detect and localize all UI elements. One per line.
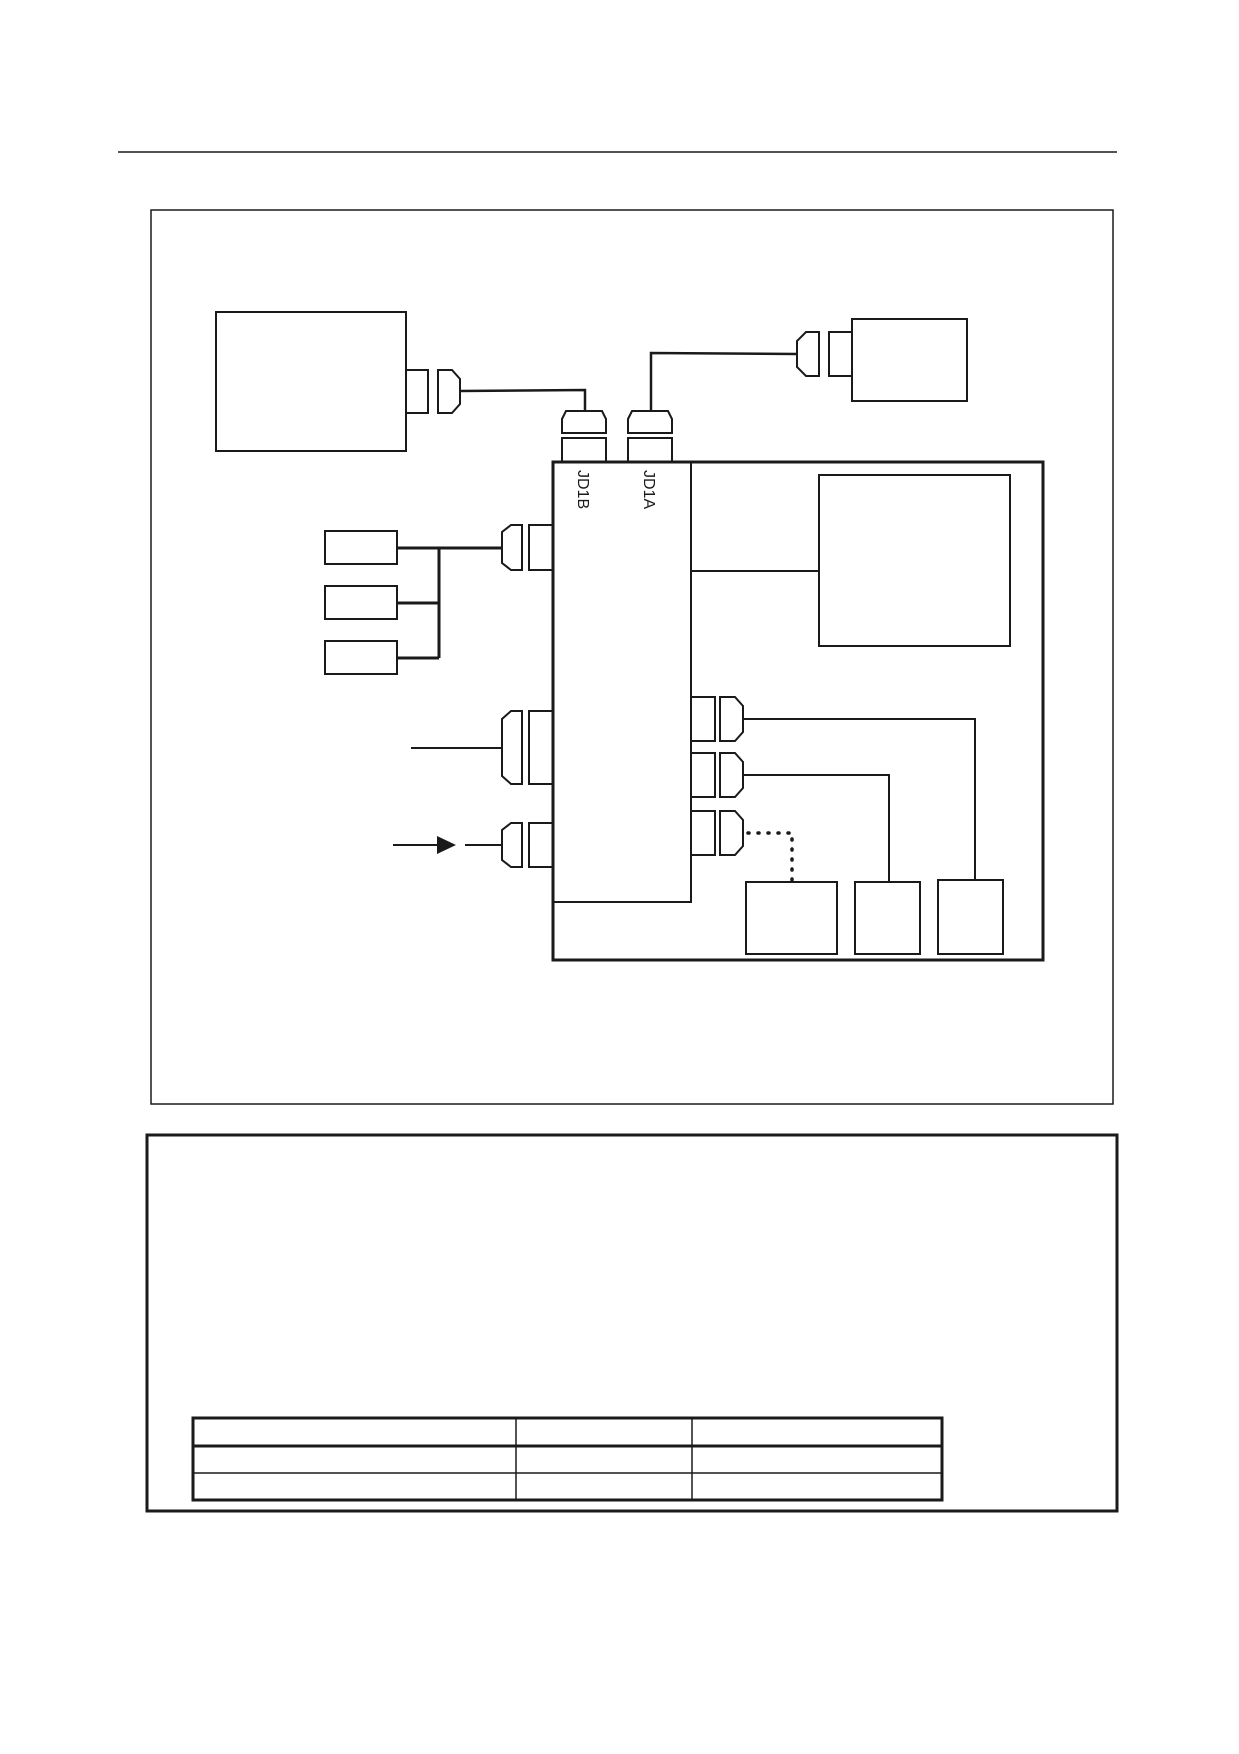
dotted-wire-to-unit-a xyxy=(746,831,794,882)
internal-module xyxy=(818,474,1011,647)
bus-plug xyxy=(501,524,523,571)
device-box xyxy=(215,311,407,452)
cable-jd1b xyxy=(459,388,587,411)
cable-plug xyxy=(627,410,673,434)
board-connector-3 xyxy=(690,810,744,856)
cable-plug xyxy=(719,810,744,856)
lower-frame xyxy=(145,1133,1119,1513)
main-unit-enclosure xyxy=(551,460,1045,962)
device-receptacle xyxy=(828,331,853,377)
jd1b-label: JD1B xyxy=(574,470,591,509)
large-plug xyxy=(501,710,523,785)
small-unit-3 xyxy=(324,640,398,675)
device-box xyxy=(851,318,968,402)
cable-plug xyxy=(719,696,744,742)
board-receptacle xyxy=(561,437,607,463)
board-connector-2 xyxy=(690,752,744,798)
board-receptacle xyxy=(690,810,716,856)
cable-plug xyxy=(719,752,744,798)
unit-a xyxy=(745,881,838,955)
unit-b xyxy=(854,881,921,955)
unit-c xyxy=(937,879,1004,955)
arrow-head-icon xyxy=(437,836,456,854)
wire-to-unit-b xyxy=(743,774,890,882)
board-receptacle xyxy=(690,696,716,742)
cable-jd1a xyxy=(649,351,798,411)
board-receptacle xyxy=(690,752,716,798)
table-outline xyxy=(191,1416,944,1502)
jd1a-label: JD1A xyxy=(640,470,657,509)
arrow-receptacle xyxy=(528,822,554,868)
spec-table xyxy=(191,1416,944,1502)
top-left-device xyxy=(215,311,461,452)
bus-receptacle xyxy=(528,524,554,571)
small-unit-2 xyxy=(324,585,398,620)
top-right-device xyxy=(796,318,968,402)
wire-to-unit-c xyxy=(743,718,976,880)
connector-jd1b xyxy=(561,410,607,463)
main-board xyxy=(552,461,692,903)
board-connector-1 xyxy=(690,696,744,742)
large-receptacle xyxy=(528,710,554,785)
small-unit-1 xyxy=(324,530,398,565)
connector-jd1a xyxy=(627,410,673,463)
cable-plug xyxy=(796,331,820,377)
cable-plug xyxy=(561,410,607,434)
device-receptacle xyxy=(405,369,429,414)
board-receptacle xyxy=(627,437,673,463)
diagram-frame xyxy=(150,209,1114,1105)
arrow-plug xyxy=(501,822,523,868)
cable-plug xyxy=(437,369,461,414)
